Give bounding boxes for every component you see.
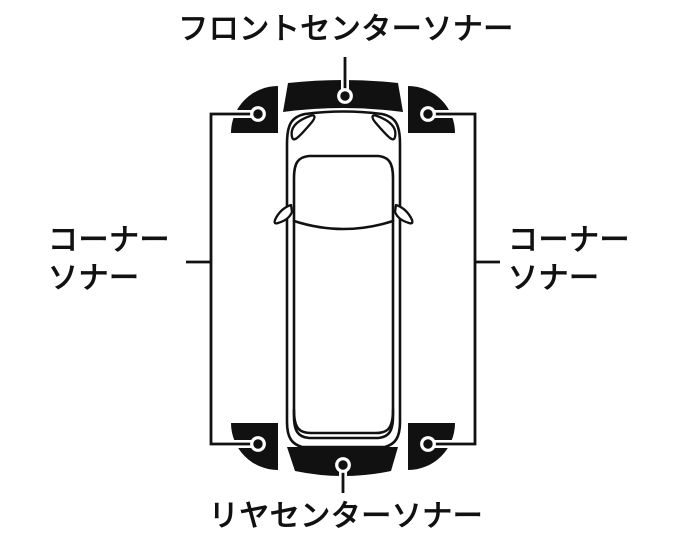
sensor-point-rear-right [420,436,436,452]
label-rear-center-sonar: リヤセンターソナー [208,500,484,533]
side-mirror-left-icon [273,203,294,225]
label-corner-sonar-left-line2: ソナー [48,262,140,295]
sensor-point-rear-left [250,436,266,452]
sensor-points [250,88,436,473]
sensor-point-front-center [337,88,353,104]
side-mirror-right-icon [393,203,414,225]
sensor-point-rear-center [335,457,351,473]
label-corner-sonar-right-line2: ソナー [508,262,600,295]
right-bracket-line [428,112,477,446]
car-roof-outline [292,154,395,440]
headlight-right-icon [371,114,397,141]
rear-window-line [292,408,395,435]
label-corner-sonar-left-line1: コーナー [48,224,170,257]
left-bracket-line [209,112,258,446]
sonar-zones [231,80,455,476]
car-top-view-icon [273,110,414,449]
label-corner-sonar-right-line1: コーナー [508,224,630,257]
label-corner-sonar-right: コーナー ソナー [508,222,630,298]
sensor-point-front-left [250,106,266,122]
label-front-center-sonar: フロントセンターソナー [178,13,514,46]
windshield-base-line [292,219,395,231]
sensor-point-front-right [420,106,436,122]
headlight-left-icon [290,114,316,141]
label-corner-sonar-left: コーナー ソナー [48,222,170,298]
